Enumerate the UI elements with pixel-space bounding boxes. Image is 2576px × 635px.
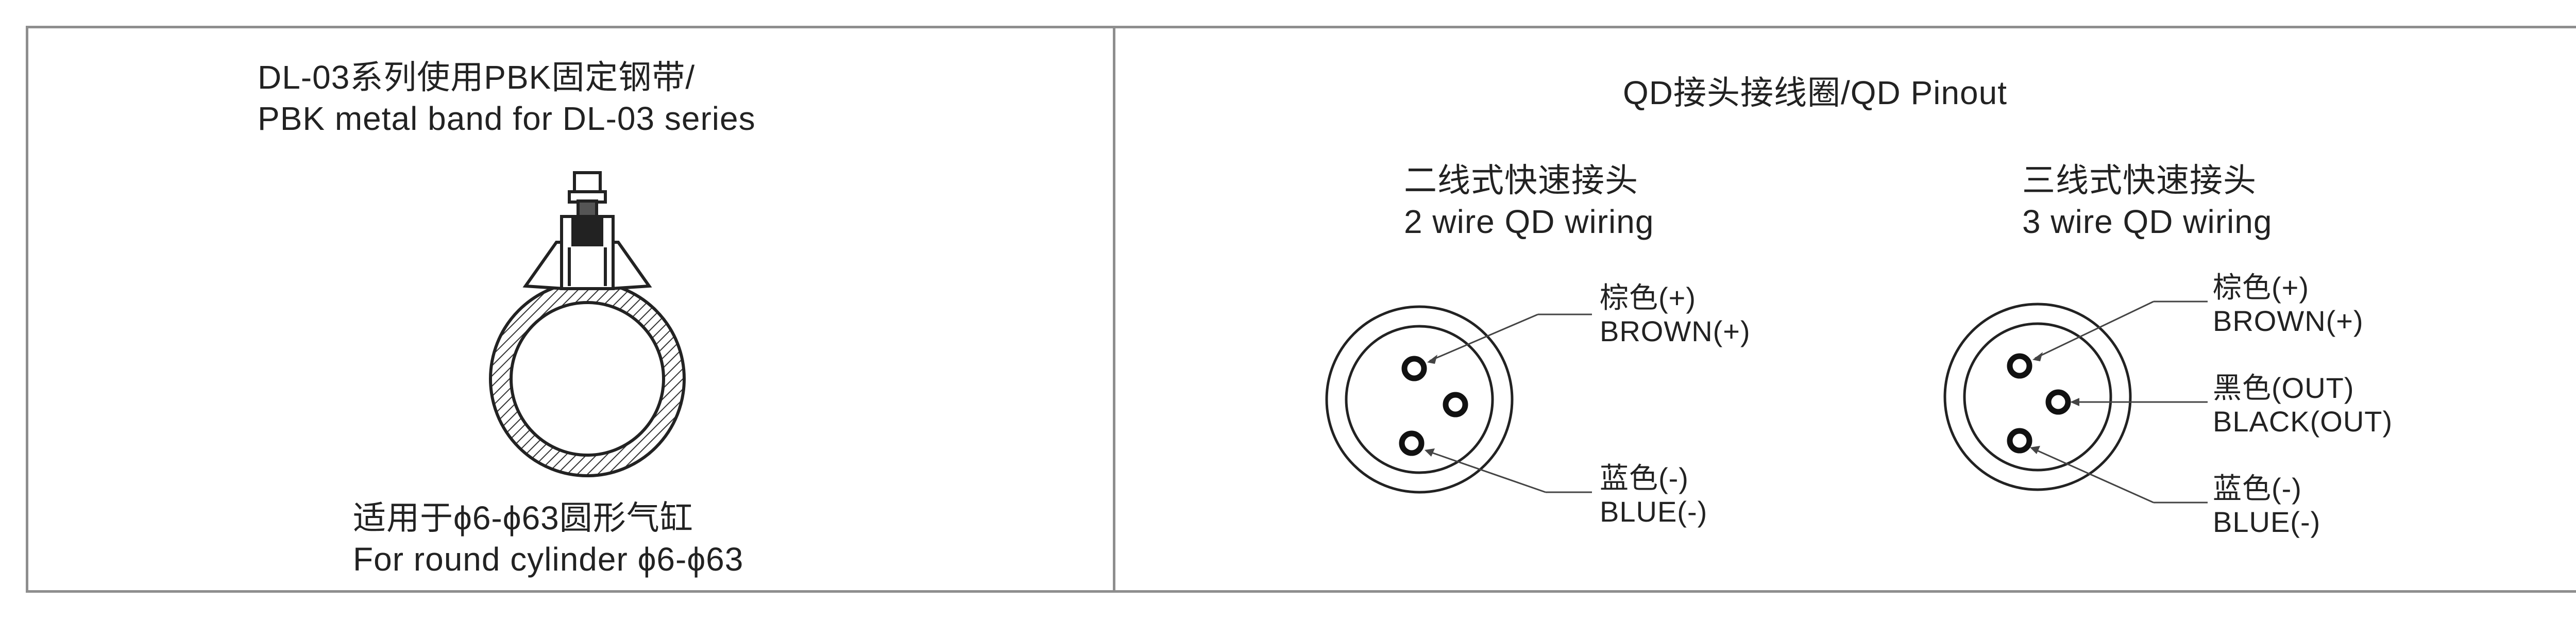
three-wire-blue-cn: 蓝色(-): [2213, 472, 2302, 505]
three-wire-pin-black: [2045, 389, 2071, 415]
band-title-cn: DL-03系列使用PBK固定钢带/: [258, 59, 696, 96]
three-wire-pin-brown: [2007, 353, 2032, 379]
two-wire-blue-en: BLUE(-): [1600, 495, 1708, 528]
three-wire-brown-cn: 棕色(+): [2213, 271, 2309, 304]
three-wire-pin-blue: [2007, 428, 2032, 454]
band-ring: [489, 280, 686, 477]
two-wire-pin-blue: [1399, 430, 1425, 456]
three-wire-black-en: BLACK(OUT): [2213, 405, 2393, 438]
panel-divider: [1113, 26, 1115, 593]
diagram-frame: [26, 26, 2576, 593]
two-wire-blue-cn: 蓝色(-): [1600, 462, 1689, 494]
band-caption-en: For round cylinder ϕ6-ϕ63: [353, 541, 744, 578]
three-wire-blue-en: BLUE(-): [2213, 506, 2321, 538]
two-wire-pin-brown: [1401, 356, 1427, 381]
metal-band-illustration: [489, 171, 686, 477]
two-wire-pin-unused: [1443, 392, 1468, 417]
three-wire-brown-en: BROWN(+): [2213, 305, 2364, 337]
two-wire-brown-cn: 棕色(+): [1600, 281, 1696, 314]
two-wire-heading-en: 2 wire QD wiring: [1404, 203, 1654, 240]
band-clamp: [522, 171, 652, 291]
three-wire-heading-en: 3 wire QD wiring: [2022, 203, 2273, 240]
three-wire-heading-cn: 三线式快速接头: [2022, 162, 2257, 199]
band-title-en: PBK metal band for DL-03 series: [258, 100, 756, 137]
qd-pinout-title: QD接头接线圈/QD Pinout: [1623, 74, 2008, 111]
three-wire-black-cn: 黑色(OUT): [2213, 372, 2354, 404]
two-wire-connector: [1325, 305, 1592, 494]
two-wire-brown-en: BROWN(+): [1600, 315, 1751, 347]
band-caption-cn: 适用于ϕ6-ϕ63圆形气缸: [353, 499, 693, 537]
three-wire-connector: [1943, 300, 2208, 504]
two-wire-heading-cn: 二线式快速接头: [1404, 162, 1638, 199]
